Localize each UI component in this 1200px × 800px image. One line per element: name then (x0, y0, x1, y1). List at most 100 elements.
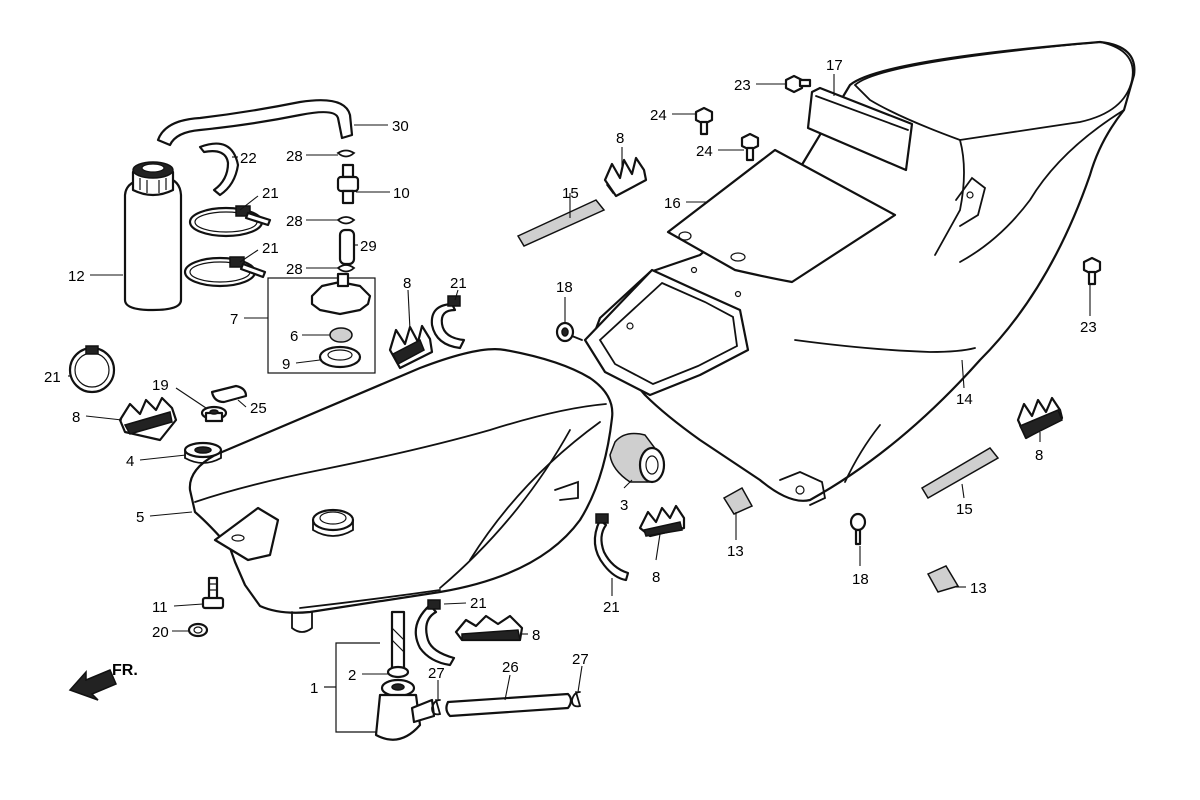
callout-29: 29 (360, 238, 377, 255)
callout-21: 21 (262, 240, 279, 257)
callout-9: 9 (282, 356, 290, 373)
band-21-below-tank (414, 599, 456, 667)
callout-11: 11 (152, 599, 168, 616)
fuel-tank-5 (188, 348, 614, 633)
callout-30: 30 (392, 118, 409, 135)
callout-8: 8 (72, 409, 80, 426)
band-21-lower (183, 256, 267, 288)
callout-20: 20 (152, 624, 169, 641)
back-pad-17 (806, 86, 914, 172)
front-direction-arrow: FR. (68, 662, 138, 701)
cushion-8-bottom (454, 614, 524, 642)
damper-4 (183, 441, 223, 464)
callout-28: 28 (286, 261, 303, 278)
callout-7: 7 (230, 311, 238, 328)
washer-2 (386, 665, 410, 679)
bolt-23-right (1082, 256, 1102, 286)
callout-12: 12 (68, 268, 85, 285)
bolt-24-left (694, 106, 714, 136)
seat-pad (853, 41, 1134, 141)
strip-15-right (920, 447, 1000, 500)
clip-28-mid (336, 216, 356, 225)
bolt-23-top (784, 74, 812, 94)
callout-15: 15 (956, 501, 973, 518)
callout-28: 28 (286, 148, 303, 165)
callout-21: 21 (450, 275, 467, 292)
callout-21: 21 (262, 185, 279, 202)
callout-28: 28 (286, 213, 303, 230)
front-label: FR. (112, 662, 138, 679)
pad-13-right (926, 565, 960, 593)
callout-26: 26 (502, 659, 519, 676)
callout-8: 8 (403, 275, 411, 292)
callout-15: 15 (562, 185, 579, 202)
cushion-8-front (118, 396, 178, 442)
cowl-front-frame (583, 268, 750, 397)
cushion-8-right (1016, 396, 1064, 440)
callout-22: 22 (240, 150, 257, 167)
fitting-10 (336, 163, 360, 205)
nut-20 (187, 622, 209, 638)
screw-18-top (555, 321, 583, 343)
strip-15-top (516, 199, 606, 247)
pipe-29 (338, 228, 356, 266)
callout-8: 8 (616, 130, 624, 147)
callout-13: 13 (727, 543, 744, 560)
pad-13-mid (722, 486, 754, 515)
fuel-cock-1 (374, 610, 436, 741)
callout-18: 18 (852, 571, 869, 588)
sleeve-3 (609, 432, 666, 484)
bolt-11 (201, 576, 225, 610)
clamp-22 (198, 142, 240, 197)
callout-16: 16 (664, 195, 681, 212)
clip-27-right (571, 691, 582, 708)
callout-27: 27 (572, 651, 589, 668)
callout-labels: 30 22 28 10 21 28 21 29 28 12 7 6 9 8 21… (44, 57, 1097, 697)
callout-3: 3 (620, 497, 628, 514)
clip-28-top (336, 149, 356, 158)
grommet-19 (200, 405, 228, 423)
clip-27-left (431, 699, 442, 716)
cap-assembly-7 (267, 272, 376, 374)
callout-14: 14 (956, 391, 973, 408)
callout-25: 25 (250, 400, 267, 417)
callout-19: 19 (152, 377, 169, 394)
callout-2: 2 (348, 667, 356, 684)
band-21-upper (188, 205, 272, 238)
bolt-24-right (740, 132, 760, 162)
callout-13: 13 (970, 580, 987, 597)
band-21-mid (593, 513, 630, 582)
callout-24: 24 (696, 143, 713, 160)
callout-24: 24 (650, 107, 667, 124)
callout-21: 21 (603, 599, 620, 616)
callout-27: 27 (428, 665, 445, 682)
callout-1: 1 (310, 680, 318, 697)
callout-8: 8 (532, 627, 540, 644)
callout-5: 5 (136, 509, 144, 526)
callout-8: 8 (1035, 447, 1043, 464)
callout-4: 4 (126, 453, 134, 470)
band-21-far-left (68, 345, 116, 394)
cushion-8-mid (638, 504, 686, 538)
callout-23: 23 (734, 77, 751, 94)
callout-17: 17 (826, 57, 843, 74)
bottle-12 (123, 161, 183, 312)
clip-28-low (336, 264, 356, 273)
cushion-8-left (388, 324, 434, 370)
callout-10: 10 (393, 185, 410, 202)
leader-lines (68, 74, 1091, 733)
cushion-8-top (603, 156, 648, 198)
fuel-tube-26 (445, 692, 573, 718)
clip-25 (210, 384, 248, 404)
callout-21: 21 (470, 595, 487, 612)
callout-8: 8 (652, 569, 660, 586)
callout-6: 6 (290, 328, 298, 345)
seat-cowl-assembly (583, 40, 1136, 506)
filler-cap (310, 280, 372, 316)
screw-18-bottom (849, 512, 867, 546)
gasket-6 (329, 327, 353, 343)
seat-plate-16 (666, 148, 897, 284)
callout-21: 21 (44, 369, 61, 386)
callout-23: 23 (1080, 319, 1097, 336)
